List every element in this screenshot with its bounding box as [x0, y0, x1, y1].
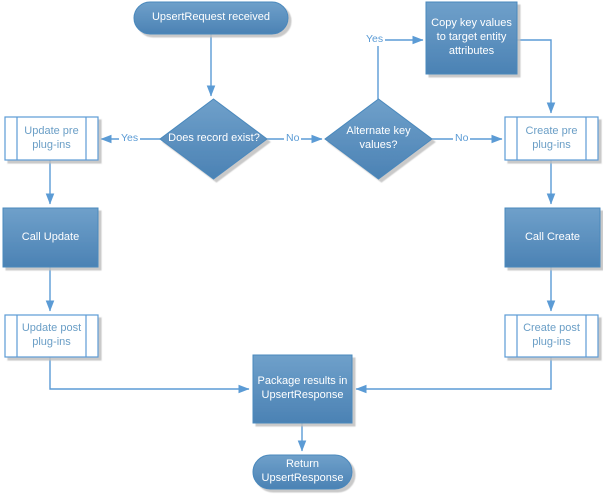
edge-label-no-record-exists: No [284, 132, 302, 145]
edge-copy-key-values-to-create-pre [517, 39, 556, 114]
node-start-shape [133, 1, 289, 35]
edge-label-yes-record-exists: Yes [119, 132, 141, 145]
edge-update-post-to-package-results [49, 357, 250, 394]
edge-label-yes-alternate-key: Yes [364, 33, 386, 46]
node-does-record-exist-shape [159, 98, 268, 180]
edge-yes-to-copy-key-values [377, 35, 424, 99]
node-call-update-shape [2, 207, 99, 268]
node-alternate-key-shape [324, 98, 433, 180]
node-return-shape [252, 454, 353, 490]
node-copy-key-values-shape [425, 1, 518, 75]
node-update-pre-shape [4, 116, 99, 161]
edge-label-no-alternate-key: No [453, 132, 471, 145]
node-create-post-shape [504, 314, 599, 358]
edge-create-post-to-package-results [355, 357, 552, 394]
node-create-pre-shape [504, 116, 599, 161]
node-package-results-shape [252, 354, 353, 424]
node-update-post-shape [4, 314, 99, 358]
node-call-create-shape [504, 207, 601, 268]
